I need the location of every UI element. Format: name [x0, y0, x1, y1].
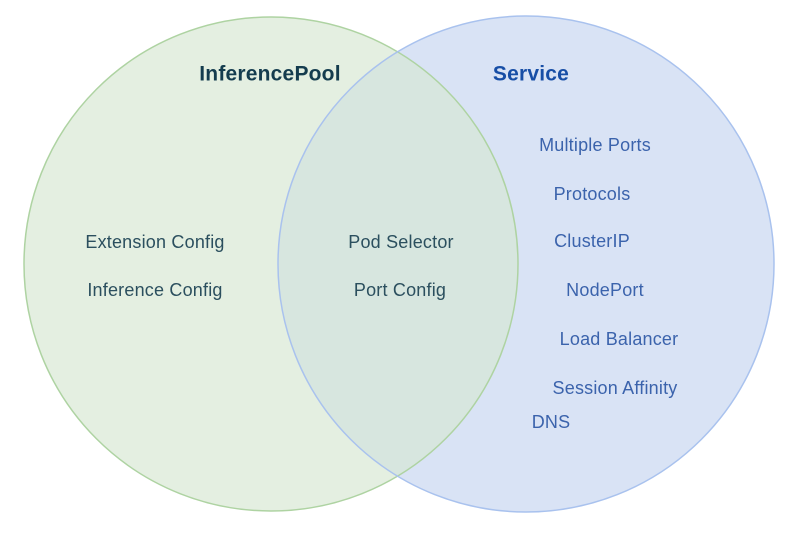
right-item-clusterip: ClusterIP — [554, 231, 630, 251]
right-item-load-balancer: Load Balancer — [559, 329, 679, 349]
overlap-item-pod-selector: Pod Selector — [348, 232, 454, 252]
right-item-protocols: Protocols — [553, 184, 631, 204]
left-item-inference-config: Inference Config — [87, 280, 223, 300]
inferencepool-title: InferencePool — [199, 62, 341, 86]
overlap-region — [278, 17, 518, 511]
inferencepool-circle-outline — [23, 16, 519, 512]
right-item-dns: DNS — [531, 412, 571, 432]
overlap-item-port-config: Port Config — [353, 280, 447, 300]
right-item-session-affinity: Session Affinity — [552, 378, 678, 398]
service-title: Service — [492, 62, 570, 86]
right-item-multiple-ports: Multiple Ports — [539, 135, 651, 155]
right-item-nodeport: NodePort — [566, 280, 644, 300]
service-circle-outline — [277, 15, 775, 513]
left-item-extension-config: Extension Config — [85, 232, 225, 252]
